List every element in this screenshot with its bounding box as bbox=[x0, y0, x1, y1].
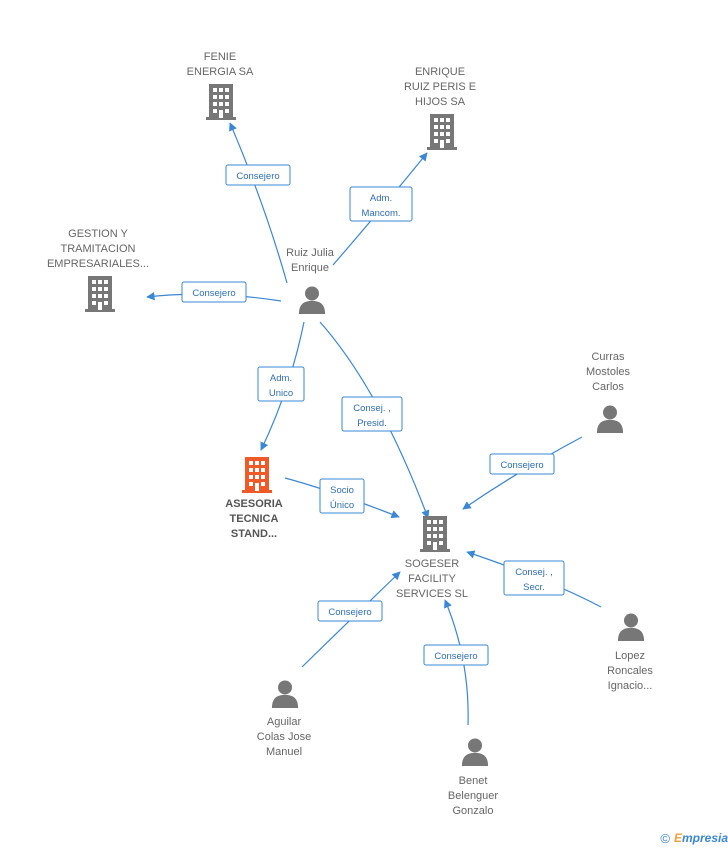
node-label: STAND... bbox=[231, 528, 277, 540]
node-label: SERVICES SL bbox=[396, 588, 468, 600]
node-label: ASESORIA bbox=[225, 498, 283, 510]
node-label: Lopez bbox=[615, 650, 645, 662]
edge-label-curras-consejero: Consejero bbox=[489, 453, 555, 475]
edge-label-text: Presid. bbox=[357, 418, 387, 429]
node-benet-belenguer[interactable]: Benet Belenguer Gonzalo bbox=[448, 738, 498, 817]
edge-label-text: Consejero bbox=[500, 460, 543, 471]
node-label: Manuel bbox=[266, 746, 302, 758]
edge-label-text: Único bbox=[330, 500, 354, 511]
edge-label-text: Consejero bbox=[434, 651, 477, 662]
node-label: FACILITY bbox=[408, 573, 456, 585]
brand-logo[interactable]: Empresia bbox=[674, 831, 728, 845]
edge-line bbox=[229, 122, 288, 284]
person-icon bbox=[596, 405, 624, 433]
node-label: SOGESER bbox=[405, 558, 459, 570]
edge-label-text: Unico bbox=[269, 388, 293, 399]
node-fenie-energia[interactable]: FENIE ENERGIA SA bbox=[187, 51, 254, 120]
node-label: Carlos bbox=[592, 381, 624, 393]
node-gestion-tramitacion[interactable]: GESTION Y TRAMITACION EMPRESARIALES... bbox=[47, 228, 149, 312]
edge-label-gestion-consejero: Consejero bbox=[181, 281, 247, 303]
node-label: HIJOS SA bbox=[415, 96, 466, 108]
edge-label-aguilar-consejero: Consejero bbox=[317, 600, 383, 622]
node-curras-mostoles[interactable]: Curras Mostoles Carlos bbox=[586, 351, 631, 433]
edge-label-enrique-adm-mancom: Adm. Mancom. bbox=[349, 186, 413, 222]
edge-label-fenie-consejero: Consejero bbox=[225, 164, 291, 186]
node-label: Benet bbox=[459, 775, 488, 787]
copyright-icon: © bbox=[660, 830, 670, 846]
node-aguilar-colas[interactable]: Aguilar Colas Jose Manuel bbox=[257, 680, 311, 758]
node-label: FENIE bbox=[204, 51, 236, 63]
node-label: TRAMITACION bbox=[61, 243, 136, 255]
node-lopez-roncales[interactable]: Lopez Roncales Ignacio... bbox=[607, 613, 653, 692]
edge-label-text: Consejero bbox=[192, 288, 235, 299]
edge-label-text: Mancom. bbox=[361, 208, 400, 219]
building-icon bbox=[206, 84, 236, 120]
building-icon bbox=[85, 276, 115, 312]
node-label: Belenguer bbox=[448, 790, 498, 802]
building-icon bbox=[420, 516, 450, 552]
node-enrique-ruiz-peris[interactable]: ENRIQUE RUIZ PERIS E HIJOS SA bbox=[404, 66, 476, 150]
node-asesoria-tecnica[interactable]: ASESORIA TECNICA STAND... bbox=[225, 457, 283, 540]
node-label: Curras bbox=[591, 351, 625, 363]
edge-label-text: Consej. , bbox=[515, 567, 553, 578]
person-icon bbox=[461, 738, 489, 766]
edge-label-text: Consej. , bbox=[353, 403, 391, 414]
edge-label-sogeser-consej-presid: Consej. , Presid. bbox=[341, 396, 403, 432]
person-icon bbox=[271, 680, 299, 708]
edge-label-asesoria-adm-unico: Adm. Unico bbox=[257, 366, 305, 402]
node-label: Colas Jose bbox=[257, 731, 311, 743]
edge-label-benet-consejero: Consejero bbox=[423, 644, 489, 666]
edge-label-text: Adm. bbox=[370, 193, 392, 204]
person-icon bbox=[617, 613, 645, 641]
node-label: Enrique bbox=[291, 262, 329, 274]
edge-label-lopez-consej-secr: Consej. , Secr. bbox=[503, 560, 565, 596]
node-label: Aguilar bbox=[267, 716, 302, 728]
building-icon bbox=[427, 114, 457, 150]
building-icon bbox=[242, 457, 272, 493]
footer-brand: © Empresia bbox=[660, 830, 728, 846]
node-label: EMPRESARIALES... bbox=[47, 258, 149, 270]
node-label: Roncales bbox=[607, 665, 653, 677]
node-label: GESTION Y bbox=[68, 228, 128, 240]
edge-label-sogeser-socio-unico: Socio Único bbox=[319, 478, 365, 514]
edge-label-text: Adm. bbox=[270, 373, 292, 384]
node-label: RUIZ PERIS E bbox=[404, 81, 476, 93]
node-ruiz-julia-enrique[interactable]: Ruiz Julia Enrique bbox=[286, 247, 335, 314]
node-sogeser-facility[interactable]: SOGESER FACILITY SERVICES SL bbox=[396, 516, 468, 600]
brand-name: mpresia bbox=[681, 831, 728, 845]
brand-initial: E bbox=[673, 831, 682, 845]
person-icon bbox=[298, 286, 326, 314]
edge-label-text: Consejero bbox=[236, 171, 279, 182]
node-label: ENRIQUE bbox=[415, 66, 465, 78]
node-label: Ruiz Julia bbox=[286, 247, 335, 259]
node-label: TECNICA bbox=[230, 513, 279, 525]
edge-label-text: Consejero bbox=[328, 607, 371, 618]
node-label: Mostoles bbox=[586, 366, 631, 378]
edge-label-text: Socio bbox=[330, 485, 354, 496]
node-label: ENERGIA SA bbox=[187, 66, 254, 78]
edge-label-text: Secr. bbox=[523, 582, 545, 593]
node-label: Ignacio... bbox=[608, 680, 653, 692]
node-label: Gonzalo bbox=[453, 805, 494, 817]
